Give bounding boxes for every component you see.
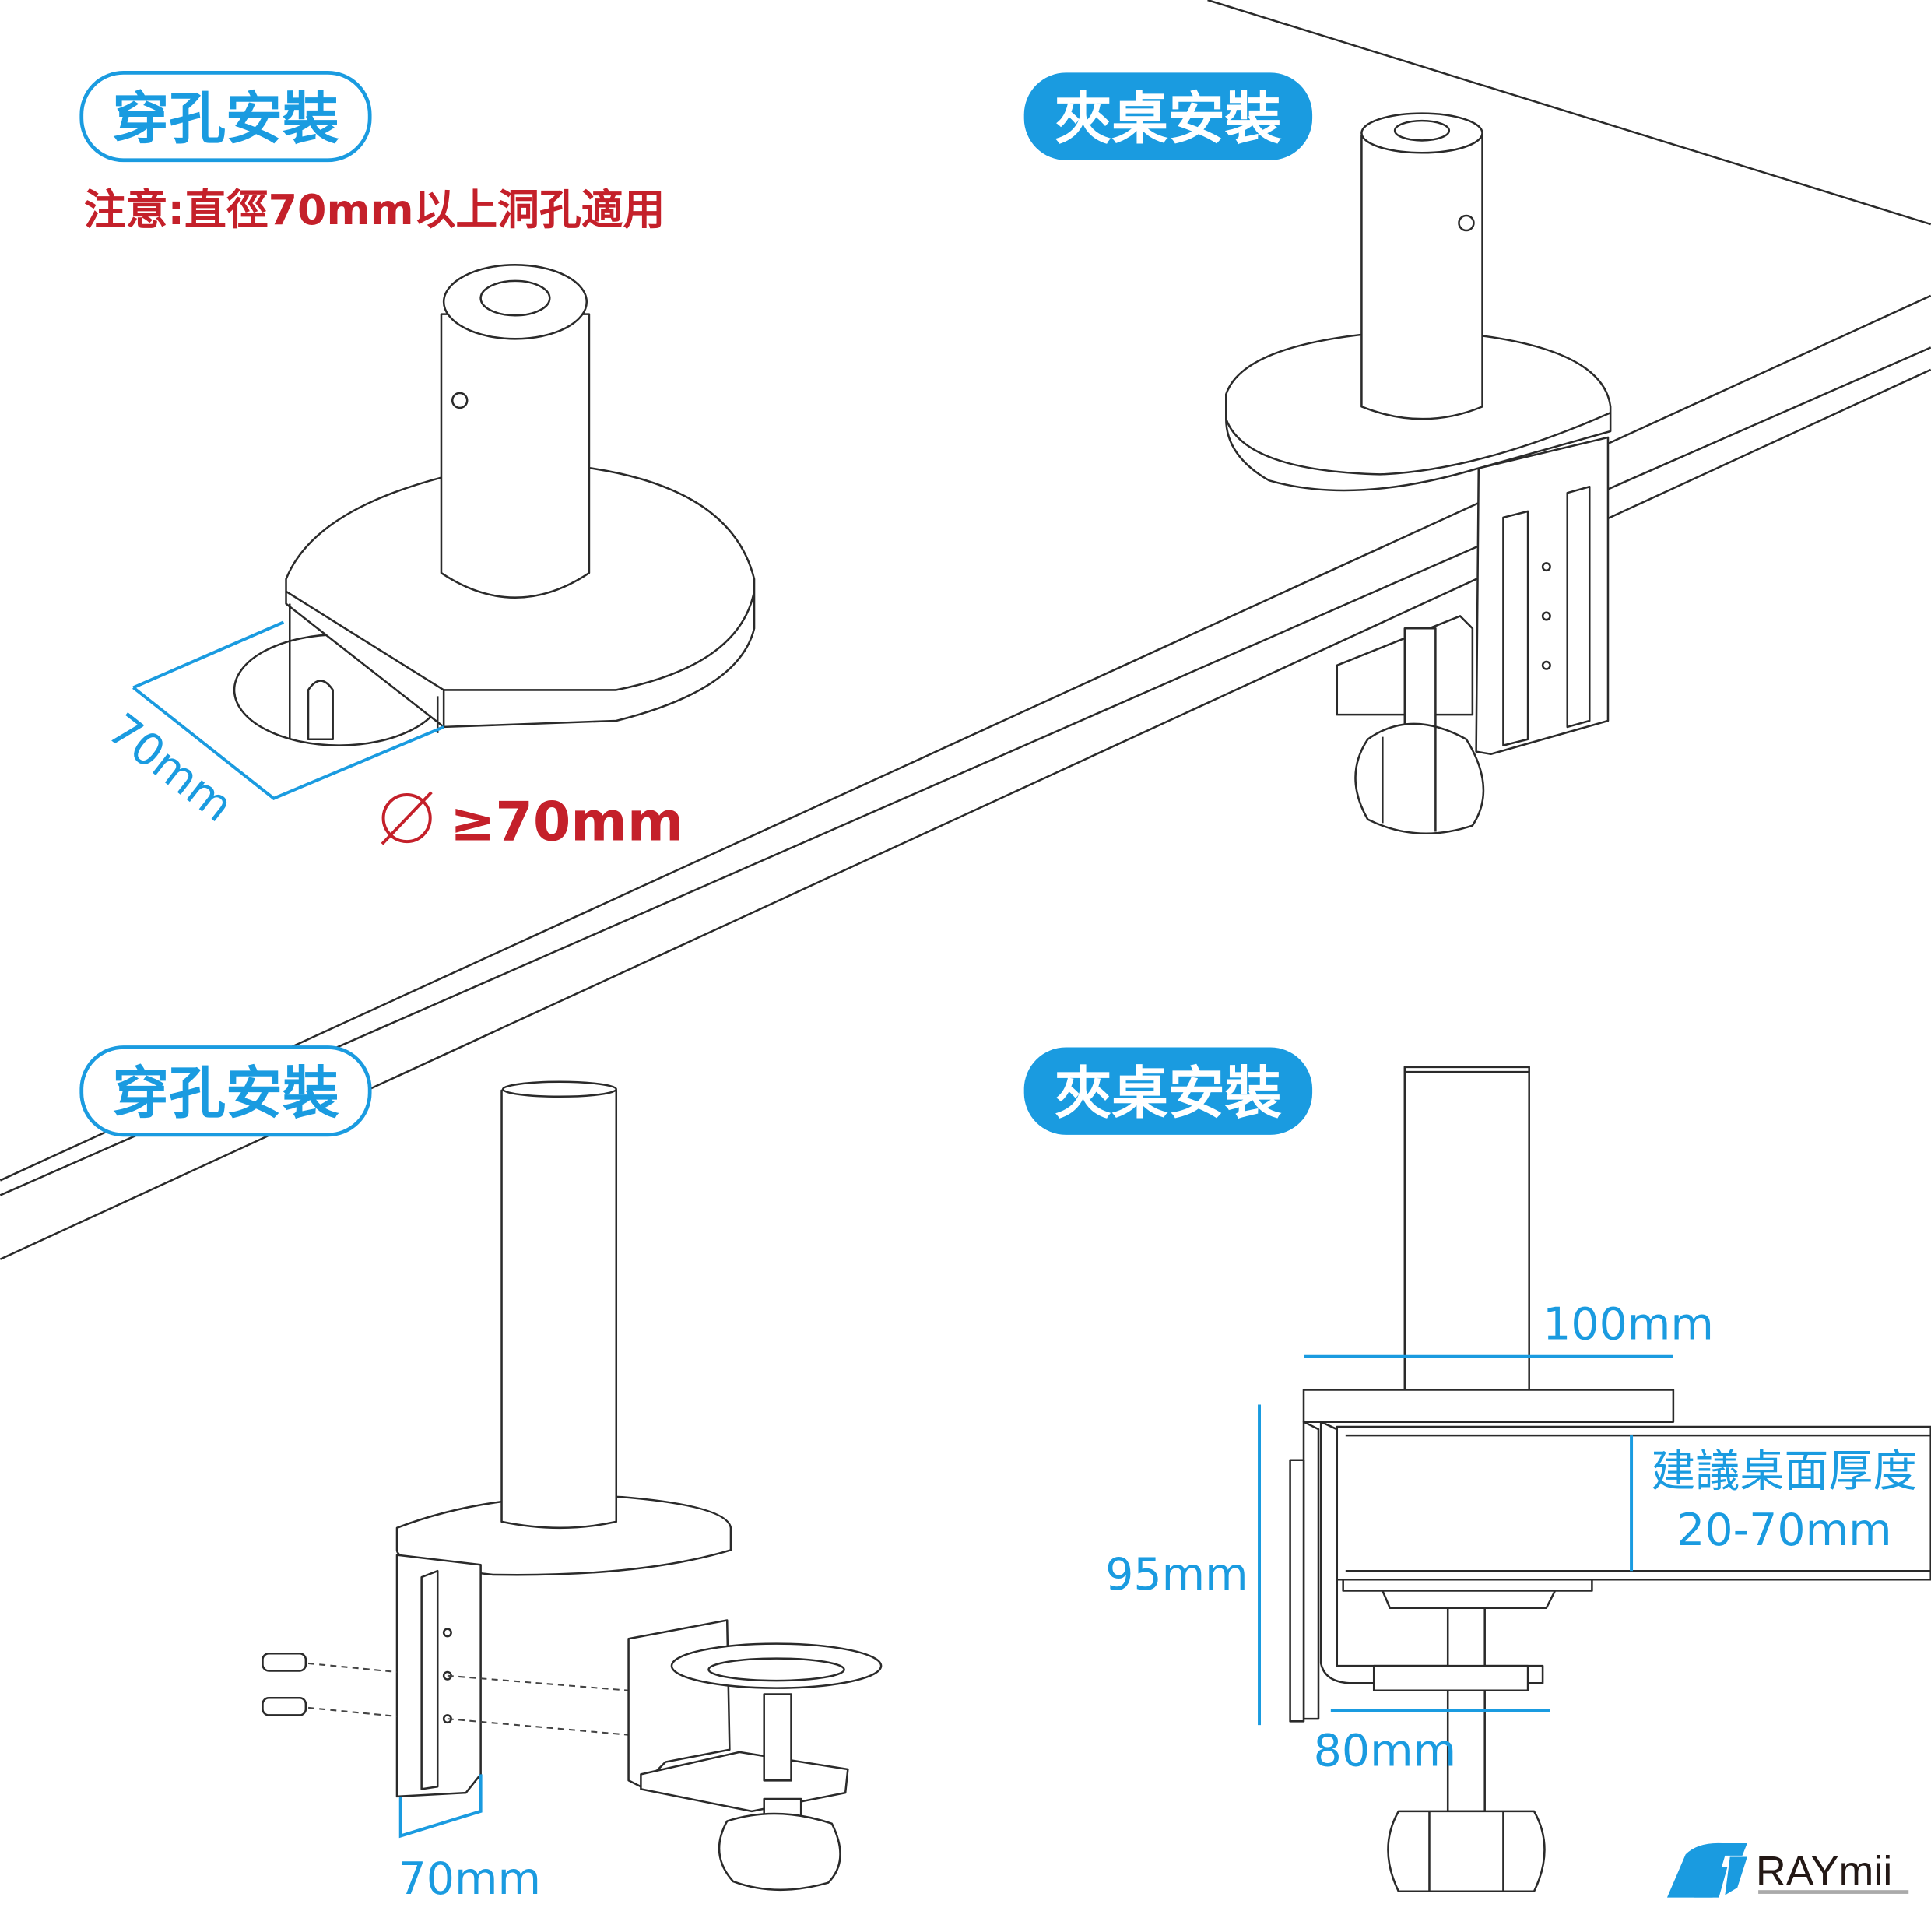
badge-grommet-top: 穿孔安裝 xyxy=(112,86,339,152)
thickness-label: 建議桌面厚度 xyxy=(1651,1445,1917,1497)
screw xyxy=(262,1696,307,1716)
dimension-100mm: 100mm xyxy=(1543,1299,1714,1351)
hole-diameter-requirement: ≥70mm xyxy=(450,791,683,854)
clamp-side-view xyxy=(1289,1066,1931,1893)
dimension-80mm: 80mm xyxy=(1314,1725,1456,1776)
clamp-mount-illustration xyxy=(1225,112,1612,834)
dimension-70mm-base-line xyxy=(398,1774,483,1839)
dimension-70mm-diagonal: 70mm xyxy=(98,704,242,832)
screw xyxy=(262,1652,307,1672)
raymii-logo: RAYmii xyxy=(1666,1842,1909,1898)
diameter-icon xyxy=(381,791,433,845)
dimension-lines-side xyxy=(1258,1354,1673,1726)
badge-grommet-outline xyxy=(79,71,372,163)
badge-grommet-outline-2 xyxy=(79,1045,372,1137)
badge-clamp-top: 夾桌安裝 xyxy=(1055,86,1281,152)
grommet-mount-illustration xyxy=(233,264,756,746)
exploded-view-illustration xyxy=(262,1080,883,1892)
thickness-range: 20-70mm xyxy=(1676,1505,1892,1556)
badge-grommet-bottom: 穿孔安裝 xyxy=(112,1060,339,1126)
badge-clamp-bg xyxy=(1023,72,1313,160)
dimension-70mm-base: 70mm xyxy=(398,1853,541,1905)
dimension-70mm-lines xyxy=(132,620,444,801)
badge-clamp-bg-2 xyxy=(1023,1047,1313,1135)
dimension-95mm: 95mm xyxy=(1105,1549,1248,1600)
warning-note: 注意:直徑70mm以上洞孔適用 xyxy=(84,185,665,234)
logo-text: RAYmii xyxy=(1756,1848,1892,1895)
badge-clamp-bottom: 夾桌安裝 xyxy=(1055,1060,1281,1126)
